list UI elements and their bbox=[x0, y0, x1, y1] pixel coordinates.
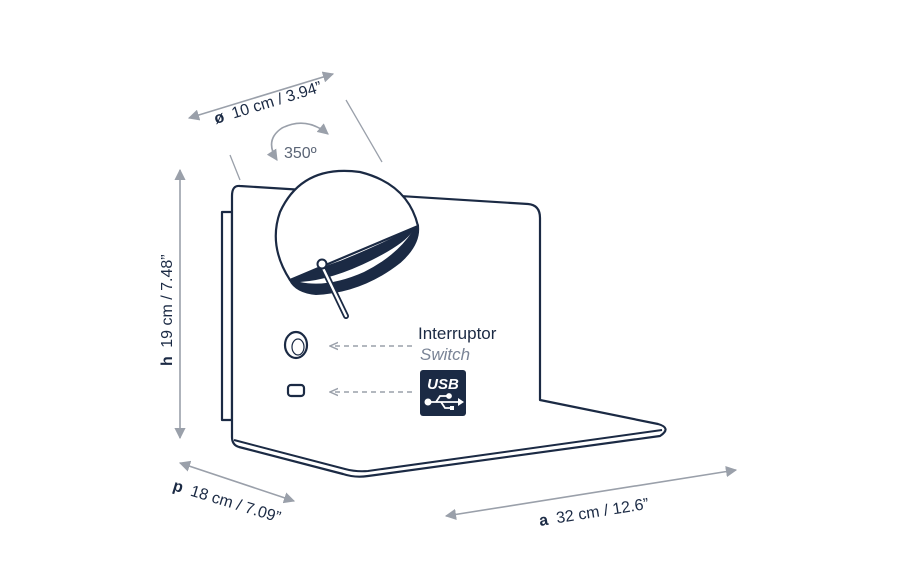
rotation-label: 350º bbox=[284, 145, 317, 162]
usb-icon bbox=[424, 393, 464, 410]
switch-label-secondary: Switch bbox=[420, 345, 470, 364]
diameter-ext-left bbox=[229, 154, 241, 181]
usb-port bbox=[286, 383, 306, 398]
switch-label-primary: Interruptor bbox=[418, 324, 497, 343]
height-value: 19 cm / 7.48” bbox=[159, 254, 176, 347]
height-label: h 19 cm / 7.48” bbox=[159, 254, 176, 366]
usb-badge: USB bbox=[420, 370, 466, 416]
diameter-arrow bbox=[187, 71, 335, 121]
width-value: 32 cm / 12.6” bbox=[555, 496, 650, 527]
switch-button bbox=[283, 330, 309, 360]
usb-label: USB bbox=[427, 376, 459, 393]
rotation-arrow-icon bbox=[266, 122, 329, 161]
spotlight-dome bbox=[274, 169, 420, 282]
width-prefix: a bbox=[538, 512, 550, 530]
wall-plate bbox=[220, 210, 234, 422]
diameter-ext-right bbox=[345, 99, 383, 163]
diameter-prefix: ø bbox=[212, 109, 227, 128]
width-arrow bbox=[444, 466, 738, 520]
spotlight-lens-inner bbox=[300, 232, 412, 284]
depth-arrow bbox=[178, 460, 296, 504]
diameter-label: ø 10 cm / 3.94” bbox=[212, 79, 324, 128]
shelf-edge bbox=[233, 429, 663, 473]
depth-value: 18 cm / 7.09” bbox=[188, 483, 282, 527]
depth-prefix: p bbox=[171, 478, 186, 497]
adjust-rod bbox=[316, 258, 349, 319]
depth-label: p 18 cm / 7.09” bbox=[171, 478, 283, 527]
spotlight-lens bbox=[288, 224, 420, 296]
width-label: a 32 cm / 12.6” bbox=[538, 496, 650, 530]
height-prefix: h bbox=[159, 356, 176, 366]
